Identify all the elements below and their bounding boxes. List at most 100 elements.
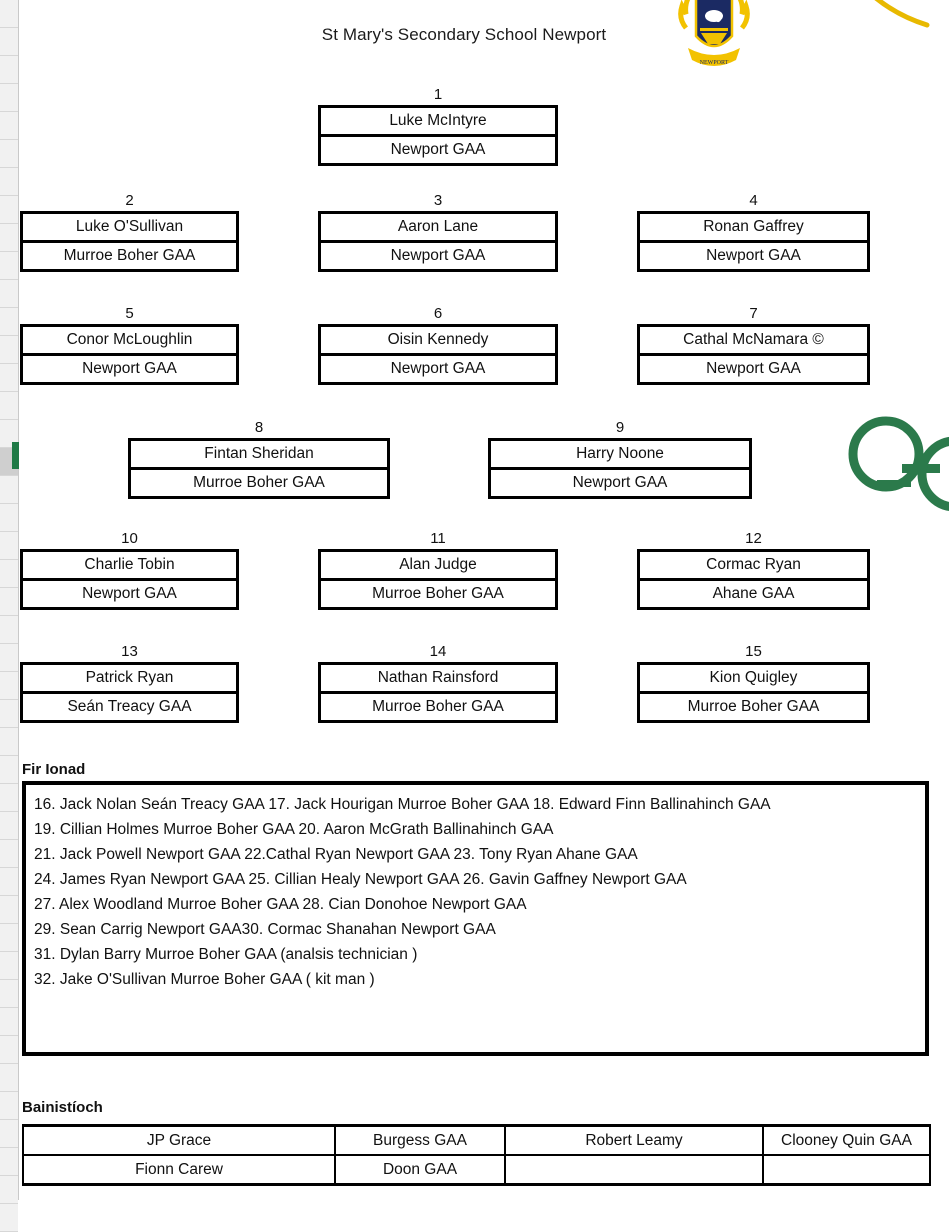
row-header-cell[interactable] (0, 672, 18, 700)
row-header-cell[interactable] (0, 868, 18, 896)
substitute-line: 27. Alex Woodland Murroe Boher GAA 28. C… (34, 896, 527, 913)
player-name: Charlie Tobin (23, 552, 236, 581)
management-cell[interactable]: Doon GAA (334, 1154, 506, 1186)
row-header-cell[interactable] (0, 84, 18, 112)
substitute-line: 31. Dylan Barry Murroe Boher GAA (analsi… (34, 946, 418, 963)
row-header-cell[interactable] (0, 1036, 18, 1064)
row-header-cell[interactable] (0, 728, 18, 756)
player-name: Conor McLoughlin (23, 327, 236, 356)
row-header-cell[interactable] (0, 616, 18, 644)
row-header-cell[interactable] (0, 840, 18, 868)
substitute-line: 32. Jake O'Sullivan Murroe Boher GAA ( k… (34, 971, 375, 988)
player-number: 3 (433, 192, 443, 209)
spreadsheet-canvas: St Mary's Secondary School Newport NEWPO… (19, 0, 949, 1200)
row-header-cell[interactable] (0, 952, 18, 980)
row-header-cell[interactable] (0, 1064, 18, 1092)
player-club: Newport GAA (390, 247, 486, 264)
row-header-cell[interactable] (0, 644, 18, 672)
row-header-cell[interactable] (0, 588, 18, 616)
row-header-cell[interactable] (0, 504, 18, 532)
player-name: Nathan Rainsford (321, 665, 555, 694)
row-header-cell[interactable] (0, 560, 18, 588)
player-club: Newport GAA (572, 474, 668, 491)
row-header-cell[interactable] (0, 196, 18, 224)
selected-cell-marker (12, 442, 19, 469)
management-cell[interactable]: Robert Leamy (504, 1124, 764, 1156)
player-club: Seán Treacy GAA (67, 698, 192, 715)
row-header-cell[interactable] (0, 56, 18, 84)
row-header-cell[interactable] (0, 1092, 18, 1120)
row-header-cell[interactable] (0, 392, 18, 420)
management-cell[interactable]: JP Grace (22, 1124, 336, 1156)
player-club: Newport GAA (82, 360, 177, 377)
row-header-cell[interactable] (0, 896, 18, 924)
player-name: Aaron Lane (321, 214, 555, 243)
player-number: 10 (121, 530, 138, 547)
row-header-cell[interactable] (0, 1204, 18, 1232)
row-header-cell[interactable] (0, 28, 18, 56)
player-name: Ronan Gaffrey (640, 214, 867, 243)
player-name: Fintan Sheridan (131, 441, 387, 470)
player-number: 13 (121, 643, 138, 660)
player-club: Murroe Boher GAA (687, 698, 820, 715)
player-club: Newport GAA (390, 141, 486, 158)
row-header-cell[interactable] (0, 532, 18, 560)
row-header-cell[interactable] (0, 140, 18, 168)
player-name: Harry Noone (491, 441, 749, 470)
row-header-cell[interactable] (0, 1148, 18, 1176)
management-cell[interactable]: Burgess GAA (334, 1124, 506, 1156)
management-cell[interactable]: Clooney Quin GAA (762, 1124, 931, 1156)
spreadsheet-row-header-strip[interactable] (0, 0, 19, 1232)
row-header-cell[interactable] (0, 1120, 18, 1148)
player-card-box: Cathal McNamara ©Newport GAA (637, 324, 870, 385)
row-header-cell[interactable] (0, 924, 18, 952)
row-header-cell[interactable] (0, 980, 18, 1008)
management-cell[interactable] (504, 1154, 764, 1186)
row-header-cell[interactable] (0, 756, 18, 784)
substitutes-box: 16. Jack Nolan Seán Treacy GAA 17. Jack … (22, 781, 929, 1056)
row-header-cell[interactable] (0, 280, 18, 308)
row-header-cell[interactable] (0, 812, 18, 840)
row-header-cell[interactable] (0, 308, 18, 336)
management-cell[interactable]: Fionn Carew (22, 1154, 336, 1186)
row-header-cell[interactable] (0, 1008, 18, 1036)
row-header-cell[interactable] (0, 224, 18, 252)
management-cell[interactable] (762, 1154, 931, 1186)
row-header-cell[interactable] (0, 168, 18, 196)
player-club: Ahane GAA (712, 585, 795, 602)
green-rings-logo-icon (847, 412, 949, 517)
row-header-cell[interactable] (0, 252, 18, 280)
row-header-cell[interactable] (0, 364, 18, 392)
row-header-cell[interactable] (0, 112, 18, 140)
row-header-cell[interactable] (0, 336, 18, 364)
row-header-cell[interactable] (0, 420, 18, 448)
player-number: 5 (125, 305, 134, 322)
row-header-cell[interactable] (0, 476, 18, 504)
school-crest-icon: NEWPORT (674, 0, 754, 78)
player-number: 4 (749, 192, 758, 209)
row-header-cell[interactable] (0, 700, 18, 728)
row-header-cell[interactable] (0, 0, 18, 28)
row-header-cell[interactable] (0, 784, 18, 812)
player-name: Alan Judge (321, 552, 555, 581)
